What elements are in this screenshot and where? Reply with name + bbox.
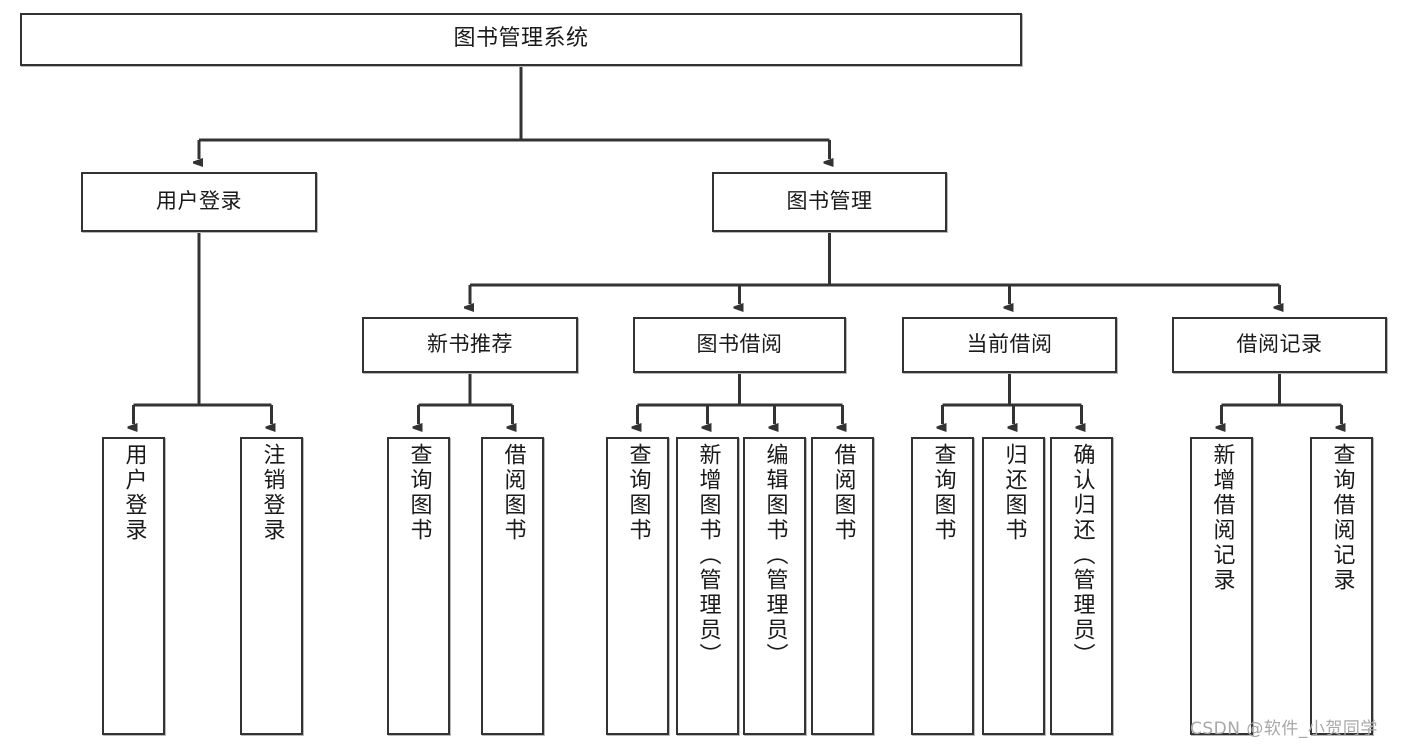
node-label: 借阅图书 [500, 443, 526, 543]
node-label: 新增图书（管理员） [695, 443, 721, 668]
node-label: 确认归还（管理员） [1069, 443, 1095, 668]
node-l8[interactable]: 借阅图书 [811, 437, 874, 735]
node-label: 查询图书 [930, 443, 956, 543]
node-label: 新书推荐 [427, 332, 513, 357]
node-label: 用户登录 [156, 189, 242, 214]
node-label: 图书借阅 [696, 332, 783, 357]
node-label: 查询借阅记录 [1329, 443, 1355, 593]
node-label: 新增借阅记录 [1209, 443, 1235, 593]
node-l4[interactable]: 借阅图书 [481, 437, 544, 735]
node-l6[interactable]: 新增图书（管理员） [676, 437, 739, 735]
node-bookmgmt[interactable]: 图书管理 [712, 172, 947, 232]
node-borrow[interactable]: 图书借阅 [633, 317, 846, 373]
node-label: 当前借阅 [966, 332, 1053, 357]
node-label: 借阅图书 [830, 443, 856, 543]
node-l5[interactable]: 查询图书 [606, 437, 669, 735]
node-l10[interactable]: 归还图书 [982, 437, 1045, 735]
node-label: 图书管理 [786, 189, 873, 214]
node-l11[interactable]: 确认归还（管理员） [1050, 437, 1113, 735]
node-label: 归还图书 [1001, 443, 1027, 543]
node-l9[interactable]: 查询图书 [911, 437, 974, 735]
node-root[interactable]: 图书管理系统 [20, 13, 1022, 66]
node-current[interactable]: 当前借阅 [902, 317, 1117, 373]
csdn-watermark: CSDN @软件_小贺同学 [1190, 719, 1378, 739]
node-label: 查询图书 [625, 443, 651, 543]
node-label: 注销登录 [259, 443, 285, 543]
node-records[interactable]: 借阅记录 [1172, 317, 1387, 373]
node-l1[interactable]: 用户登录 [102, 437, 165, 735]
node-l2[interactable]: 注销登录 [240, 437, 303, 735]
node-newbooks[interactable]: 新书推荐 [362, 317, 578, 373]
node-l12[interactable]: 新增借阅记录 [1190, 437, 1253, 735]
node-label: 用户登录 [121, 443, 147, 543]
node-label: 编辑图书（管理员） [762, 443, 788, 668]
node-label: 图书管理系统 [453, 26, 589, 52]
node-l3[interactable]: 查询图书 [387, 437, 450, 735]
node-label: 查询图书 [406, 443, 432, 543]
node-l7[interactable]: 编辑图书（管理员） [743, 437, 806, 735]
node-label: 借阅记录 [1236, 332, 1323, 357]
node-l13[interactable]: 查询借阅记录 [1310, 437, 1373, 735]
node-login[interactable]: 用户登录 [81, 172, 317, 232]
